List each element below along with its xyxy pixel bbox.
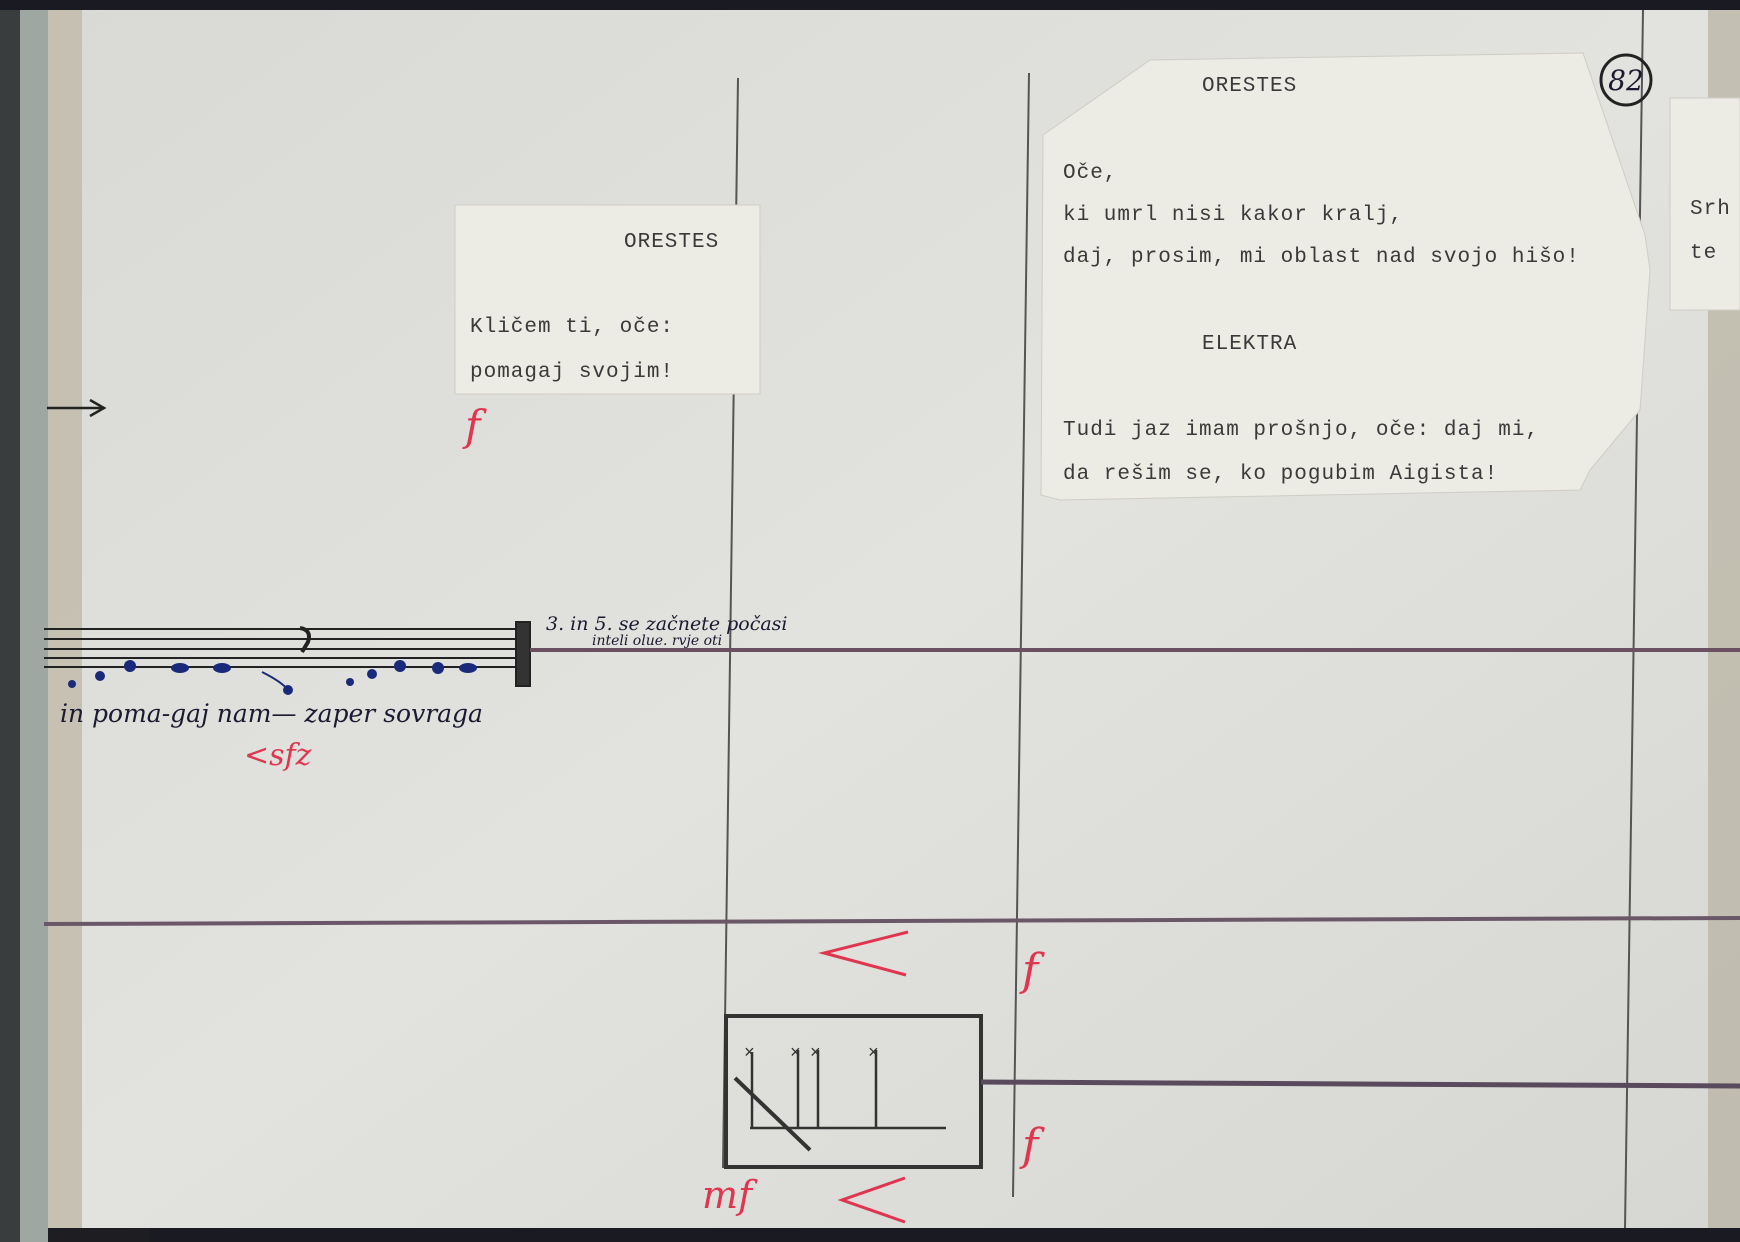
svg-text:daj, prosim, mi oblast nad svo: daj, prosim, mi oblast nad svojo hišo! xyxy=(1063,246,1580,269)
svg-text:da rešim se, ko pogubim Aigist: da rešim se, ko pogubim Aigista! xyxy=(1063,463,1498,486)
svg-text:Kličem ti, oče:: Kličem ti, oče: xyxy=(470,316,674,339)
slip-right: Srh te xyxy=(1669,97,1740,311)
binding-strip xyxy=(0,0,20,1242)
svg-text:×: × xyxy=(868,1044,879,1064)
svg-text:Oče,: Oče, xyxy=(1063,162,1117,185)
svg-text:ELEKTRA: ELEKTRA xyxy=(1202,333,1297,356)
svg-text:×: × xyxy=(810,1044,821,1064)
dynamic-sfz: <sfz xyxy=(244,738,312,773)
svg-text:82: 82 xyxy=(1608,64,1644,97)
svg-text:te: te xyxy=(1690,242,1717,265)
slip-left: ORESTES Kličem ti, oče: pomagaj svojim! xyxy=(454,204,761,395)
svg-text:Tudi jaz imam prošnjo, oče: da: Tudi jaz imam prošnjo, oče: daj mi, xyxy=(1063,419,1539,442)
torn-edge xyxy=(48,10,82,1228)
top-band xyxy=(0,0,1740,10)
svg-text:×: × xyxy=(744,1044,755,1064)
notes xyxy=(68,660,477,695)
barline-3 xyxy=(1624,9,1644,1229)
sustain-line-2 xyxy=(43,916,1740,926)
sustain-line-3 xyxy=(980,1079,1740,1089)
svg-text:×: × xyxy=(790,1044,801,1064)
lyrics: in poma-gaj nam— zaper sovraga xyxy=(60,699,483,728)
page-number: 82 xyxy=(1599,53,1653,107)
slip-center: ORESTES Oče, ki umrl nisi kakor kralj, d… xyxy=(1040,52,1651,501)
graphic-notation-box: × × × × xyxy=(724,1014,983,1169)
barline-2 xyxy=(1012,72,1030,1198)
arrow-icon xyxy=(47,398,107,418)
crescendo-hairpin-1 xyxy=(818,930,909,977)
performance-instruction-2: inteli olue. rvje oti xyxy=(592,633,722,649)
svg-text:ORESTES: ORESTES xyxy=(624,231,719,254)
svg-text:ORESTES: ORESTES xyxy=(1202,75,1297,98)
svg-text:pomagaj svojim!: pomagaj svojim! xyxy=(470,361,674,384)
bottom-band xyxy=(150,1228,1740,1242)
svg-text:ki umrl nisi kakor kralj,: ki umrl nisi kakor kralj, xyxy=(1063,204,1403,227)
performance-instruction: 3. in 5. se začnete počasi xyxy=(546,613,788,635)
binding-edge xyxy=(20,0,48,1242)
svg-text:Srh: Srh xyxy=(1690,198,1731,221)
crescendo-hairpin-2 xyxy=(837,1176,906,1224)
dynamic-mf: mf xyxy=(702,1173,758,1217)
